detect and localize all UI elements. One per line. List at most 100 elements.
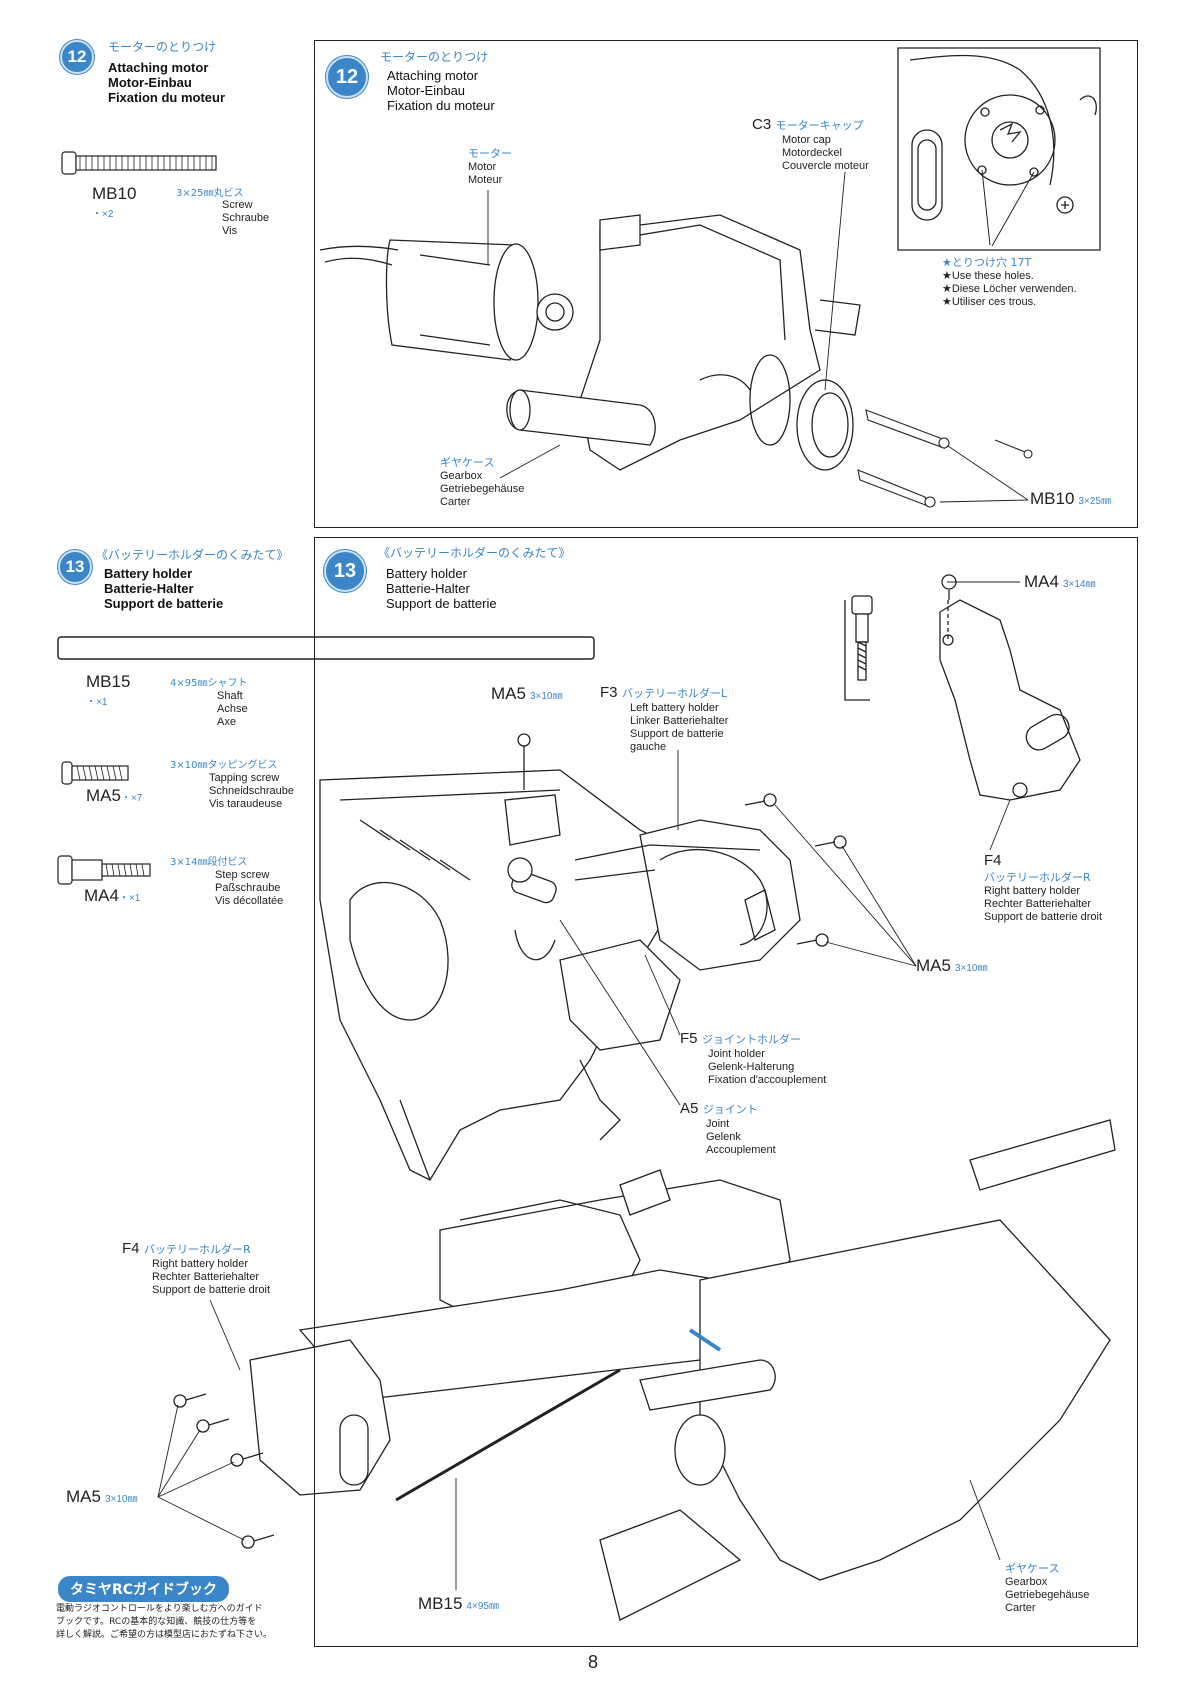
- guide-text-1: 電動ラジオコントロールをより楽しむ方へのガイド: [56, 1604, 263, 1614]
- a5-label: A5 ジョイント Joint Gelenk Accouplement: [680, 1100, 776, 1157]
- ma5-en: Tapping screw: [209, 772, 280, 784]
- ma5-right-size: 3×10㎜: [954, 963, 988, 974]
- f3-de: Linker Batteriehalter: [630, 715, 729, 727]
- guide-text-3: 詳しく解説。ご希望の方は模型店におたずね下さい。: [56, 1630, 273, 1640]
- ma4-callout-size: 3×14㎜: [1062, 579, 1096, 590]
- ma5-de: Schneidschraube: [209, 785, 295, 797]
- gearbox-label-12: ギヤケース Gearbox Getriebegehäuse Carter: [440, 454, 524, 509]
- holes-jp: ★とりつけ穴 17T: [942, 256, 1032, 269]
- a5-fr: Accouplement: [706, 1144, 776, 1156]
- step-12-leader-lines: [487, 171, 1029, 503]
- f5-code: F5: [680, 1030, 698, 1047]
- f4-top-code: F4: [984, 852, 1002, 869]
- gearbox-12-en: Gearbox: [440, 470, 483, 482]
- f4-bottom-label: F4 バッテリーホルダーR Right battery holder Recht…: [122, 1240, 270, 1297]
- bottom-assembly-drawing: [249, 1119, 1116, 1621]
- motor-label-en: Motor: [468, 161, 497, 173]
- step-13-titles: Battery holder Batterie-Halter Support d…: [104, 566, 223, 611]
- mb15-qty: ・×1: [86, 697, 108, 708]
- ma4-descr: Step screw Paßschraube Vis décollatée: [215, 869, 283, 908]
- ma5-part-entry: MA5・×7: [86, 786, 142, 806]
- step-12-panel-title-de: Motor-Einbau: [387, 83, 466, 98]
- step-13-badge: 13: [58, 550, 92, 584]
- motor-drawing: [319, 239, 574, 361]
- ma4-code: MA4: [84, 886, 119, 905]
- f5-de: Gelenk-Halterung: [708, 1061, 795, 1073]
- step-13-title-en: Battery holder: [104, 566, 193, 581]
- mb10-part-entry: MB10 ・×2: [92, 184, 136, 222]
- f5-en: Joint holder: [708, 1048, 765, 1060]
- ma5-qty: ・×7: [120, 793, 143, 804]
- ma4-step-screw-icon: [57, 855, 151, 885]
- f4-top-fr: Support de batterie droit: [984, 911, 1103, 923]
- step-13-leader-lines: [157, 581, 1020, 1590]
- c3-code: C3: [752, 116, 772, 133]
- mb10-screw-icon: [61, 151, 217, 175]
- step-12-illustration: [319, 47, 1101, 508]
- step-12-panel-title-en: Attaching motor: [387, 68, 479, 83]
- mb15-fr: Axe: [217, 716, 236, 728]
- mb10-screws-drawing: [857, 409, 1033, 508]
- motor-label-jp: モーター: [468, 147, 512, 160]
- c3-de: Motordeckel: [782, 147, 842, 159]
- gearbox-13-de: Getriebegehäuse: [1005, 1589, 1090, 1601]
- mb10-code: MB10: [92, 184, 137, 203]
- motor-mount-inset: [897, 47, 1101, 251]
- gearbox-label-13: ギヤケース Gearbox Getriebegehäuse Carter: [1005, 1560, 1089, 1615]
- ma5-size-jp: 3×10㎜タッピングビス: [170, 760, 278, 771]
- f4-top-en: Right battery holder: [984, 885, 1080, 897]
- motor-label: モーター Motor Moteur: [468, 145, 512, 187]
- f4-top-jp: バッテリーホルダーR: [984, 871, 1091, 884]
- holes-de: ★Diese Löcher verwenden.: [942, 283, 1077, 295]
- f4-bottom-fr: Support de batterie droit: [152, 1284, 271, 1296]
- mb10-callout-code: MB10: [1030, 489, 1075, 508]
- ma4-size-jp: 3×14㎜段付ビス: [170, 857, 248, 868]
- mb15-callout-code: MB15: [418, 1594, 463, 1613]
- step-12-badge: 12: [60, 40, 94, 74]
- a5-code: A5: [680, 1100, 699, 1117]
- c3-en: Motor cap: [782, 134, 831, 146]
- mb10-callout-size: 3×25㎜: [1078, 496, 1111, 507]
- step-12-panel-title-fr: Fixation du moteur: [387, 98, 495, 113]
- ma4-de: Paßschraube: [215, 882, 281, 894]
- ma4-callout-code: MA4: [1024, 572, 1059, 591]
- ma5-screws-bottom-drawing: [173, 1393, 275, 1549]
- guide-text-2: ブックです。RCの基本的な知識、競技の仕方等を: [56, 1617, 257, 1627]
- ma4-part-entry: MA4・×1: [84, 886, 140, 906]
- gearbox-12-fr: Carter: [440, 496, 471, 508]
- f4-bottom-code: F4: [122, 1240, 140, 1257]
- f4-top-label: F4 バッテリーホルダーR Right battery holder Recht…: [984, 852, 1102, 924]
- step-13-panel-title-de: Batterie-Halter: [386, 581, 470, 596]
- step-screw-inset: [844, 595, 873, 701]
- f3-fr1: Support de batterie: [630, 728, 724, 740]
- ma5-right-code: MA5: [916, 956, 951, 975]
- step-13-panel-badge: 13: [324, 550, 366, 592]
- ma4-qty: ・×1: [118, 893, 141, 904]
- mb10-fr: Vis: [222, 225, 238, 237]
- motor-label-fr: Moteur: [468, 174, 503, 186]
- step-12-title-jp-text: モーターのとりつけ: [108, 40, 217, 54]
- page-number: 8: [588, 1652, 599, 1672]
- step-13-title-de: Batterie-Halter: [104, 581, 194, 596]
- f5-label: F5 ジョイントホルダー Joint holder Gelenk-Halteru…: [680, 1030, 826, 1087]
- step-13-illustration: [157, 574, 1116, 1621]
- f3-jp: バッテリーホルダーL: [621, 687, 728, 700]
- step-12-title-en: Attaching motor: [108, 60, 209, 75]
- ma5-code: MA5: [86, 786, 121, 805]
- a5-jp: ジョイント: [702, 1103, 758, 1116]
- ma5-screw-icon: [61, 761, 129, 785]
- guide-book-text: 電動ラジオコントロールをより楽しむ方へのガイド ブックです。RCの基本的な知識、…: [56, 1603, 272, 1642]
- f3-label: F3 バッテリーホルダーL Left battery holder Linker…: [600, 684, 728, 754]
- mb15-size-jp: 4×95㎜シャフト: [170, 678, 248, 689]
- gearbox-13-en: Gearbox: [1005, 1576, 1048, 1588]
- mb15-part-entry: MB15 ・×1: [86, 672, 130, 710]
- f4-bottom-jp: バッテリーホルダーR: [143, 1243, 251, 1256]
- guide-book-logo: タミヤRCガイドブック: [58, 1576, 230, 1602]
- f3-holder-drawing: [574, 819, 801, 971]
- ma5-bottom-code: MA5: [66, 1487, 101, 1506]
